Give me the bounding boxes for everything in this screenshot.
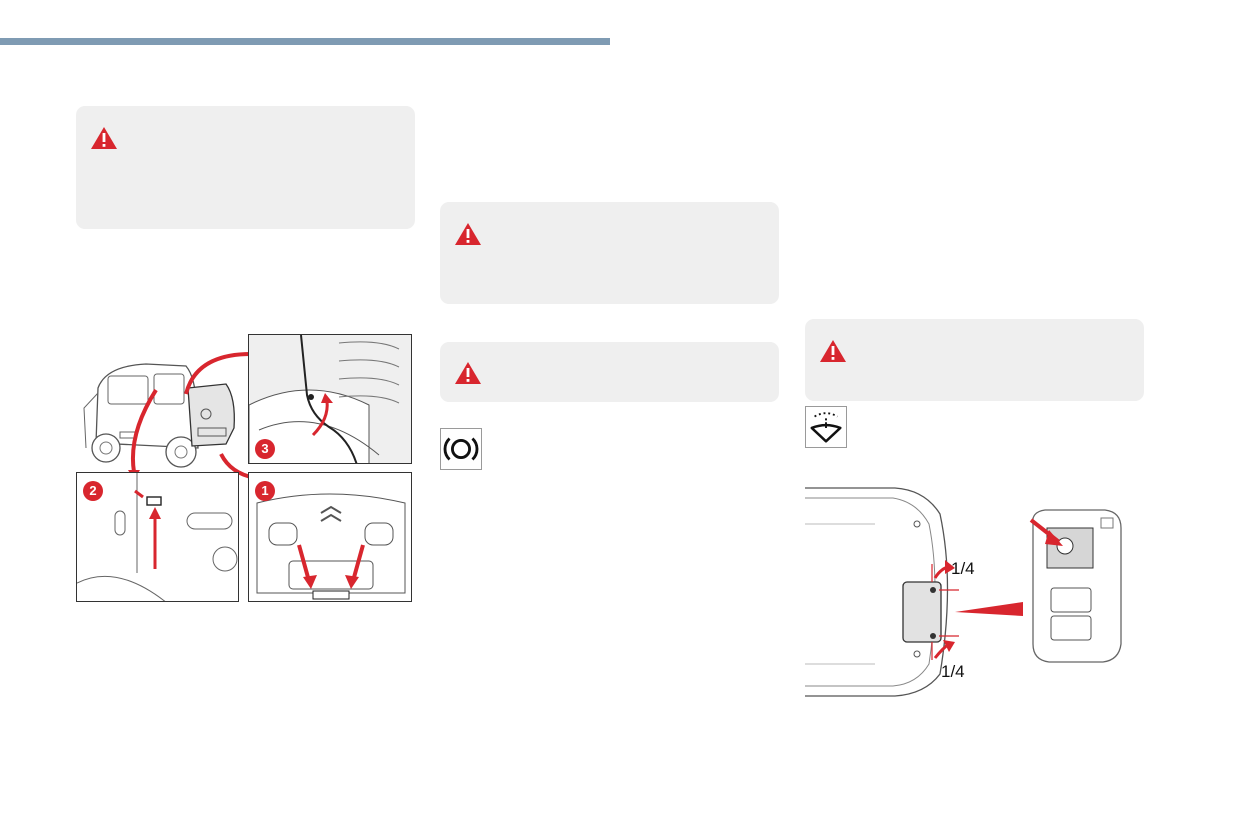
washer-fluid-icon <box>805 406 847 448</box>
quarter-turn-label-top: 1/4 <box>951 559 975 578</box>
washer-figure: 1/4 1/4 <box>805 484 1123 700</box>
quarter-turn-label-bottom: 1/4 <box>941 662 965 681</box>
step-badge-1: 1 <box>255 481 275 501</box>
step2-panel: 2 <box>76 472 239 602</box>
warning-triangle-icon <box>820 340 846 362</box>
step-badge-2: 2 <box>83 481 103 501</box>
step3-panel: 3 <box>248 334 412 464</box>
step-badge-3: 3 <box>255 439 275 459</box>
warning-box-4 <box>805 319 1144 401</box>
warning-box-3 <box>440 342 779 402</box>
front-panel-illustration <box>805 487 1122 697</box>
step1-panel: 1 <box>248 472 412 602</box>
access-figure: 3 2 1 <box>76 334 412 602</box>
warning-box-2 <box>440 202 779 304</box>
warning-box-1 <box>76 106 415 229</box>
brake-warning-icon <box>440 428 482 470</box>
section-rule <box>0 38 610 45</box>
warning-triangle-icon <box>91 127 117 149</box>
warning-triangle-icon <box>455 223 481 245</box>
warning-triangle-icon <box>455 362 481 384</box>
